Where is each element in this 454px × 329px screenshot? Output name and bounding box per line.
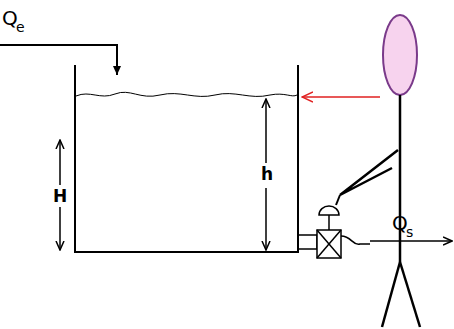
dimension-arrow xyxy=(59,140,61,185)
valve-stem xyxy=(328,215,330,230)
person-leg xyxy=(382,262,400,327)
valve-symbol xyxy=(317,230,341,258)
dimension-arrow xyxy=(265,99,267,163)
dimension-label: h xyxy=(261,166,273,183)
person-arm xyxy=(340,150,398,195)
valve-actuator xyxy=(319,206,339,215)
flow-symbol: Q xyxy=(392,213,408,233)
valve-body xyxy=(317,230,341,258)
outflow-arrow xyxy=(370,240,452,242)
valve-symbol xyxy=(317,230,341,258)
dimension-arrow xyxy=(59,207,61,250)
dimension-arrow xyxy=(265,188,267,250)
person-hand xyxy=(336,195,340,205)
flow-subscript: e xyxy=(16,20,25,34)
tank-wall xyxy=(75,65,298,252)
person-body xyxy=(399,95,402,262)
outlet-pipe xyxy=(341,236,370,244)
flow-subscript: s xyxy=(406,225,413,239)
person-leg xyxy=(400,262,420,327)
sight-arrow xyxy=(302,96,380,98)
dimension-label: H xyxy=(53,188,67,205)
person-head xyxy=(383,15,417,95)
outlet-pipe xyxy=(298,235,317,249)
flow-symbol: Q xyxy=(2,8,18,28)
inflow-pipe xyxy=(0,45,117,75)
water-surface xyxy=(76,92,297,96)
